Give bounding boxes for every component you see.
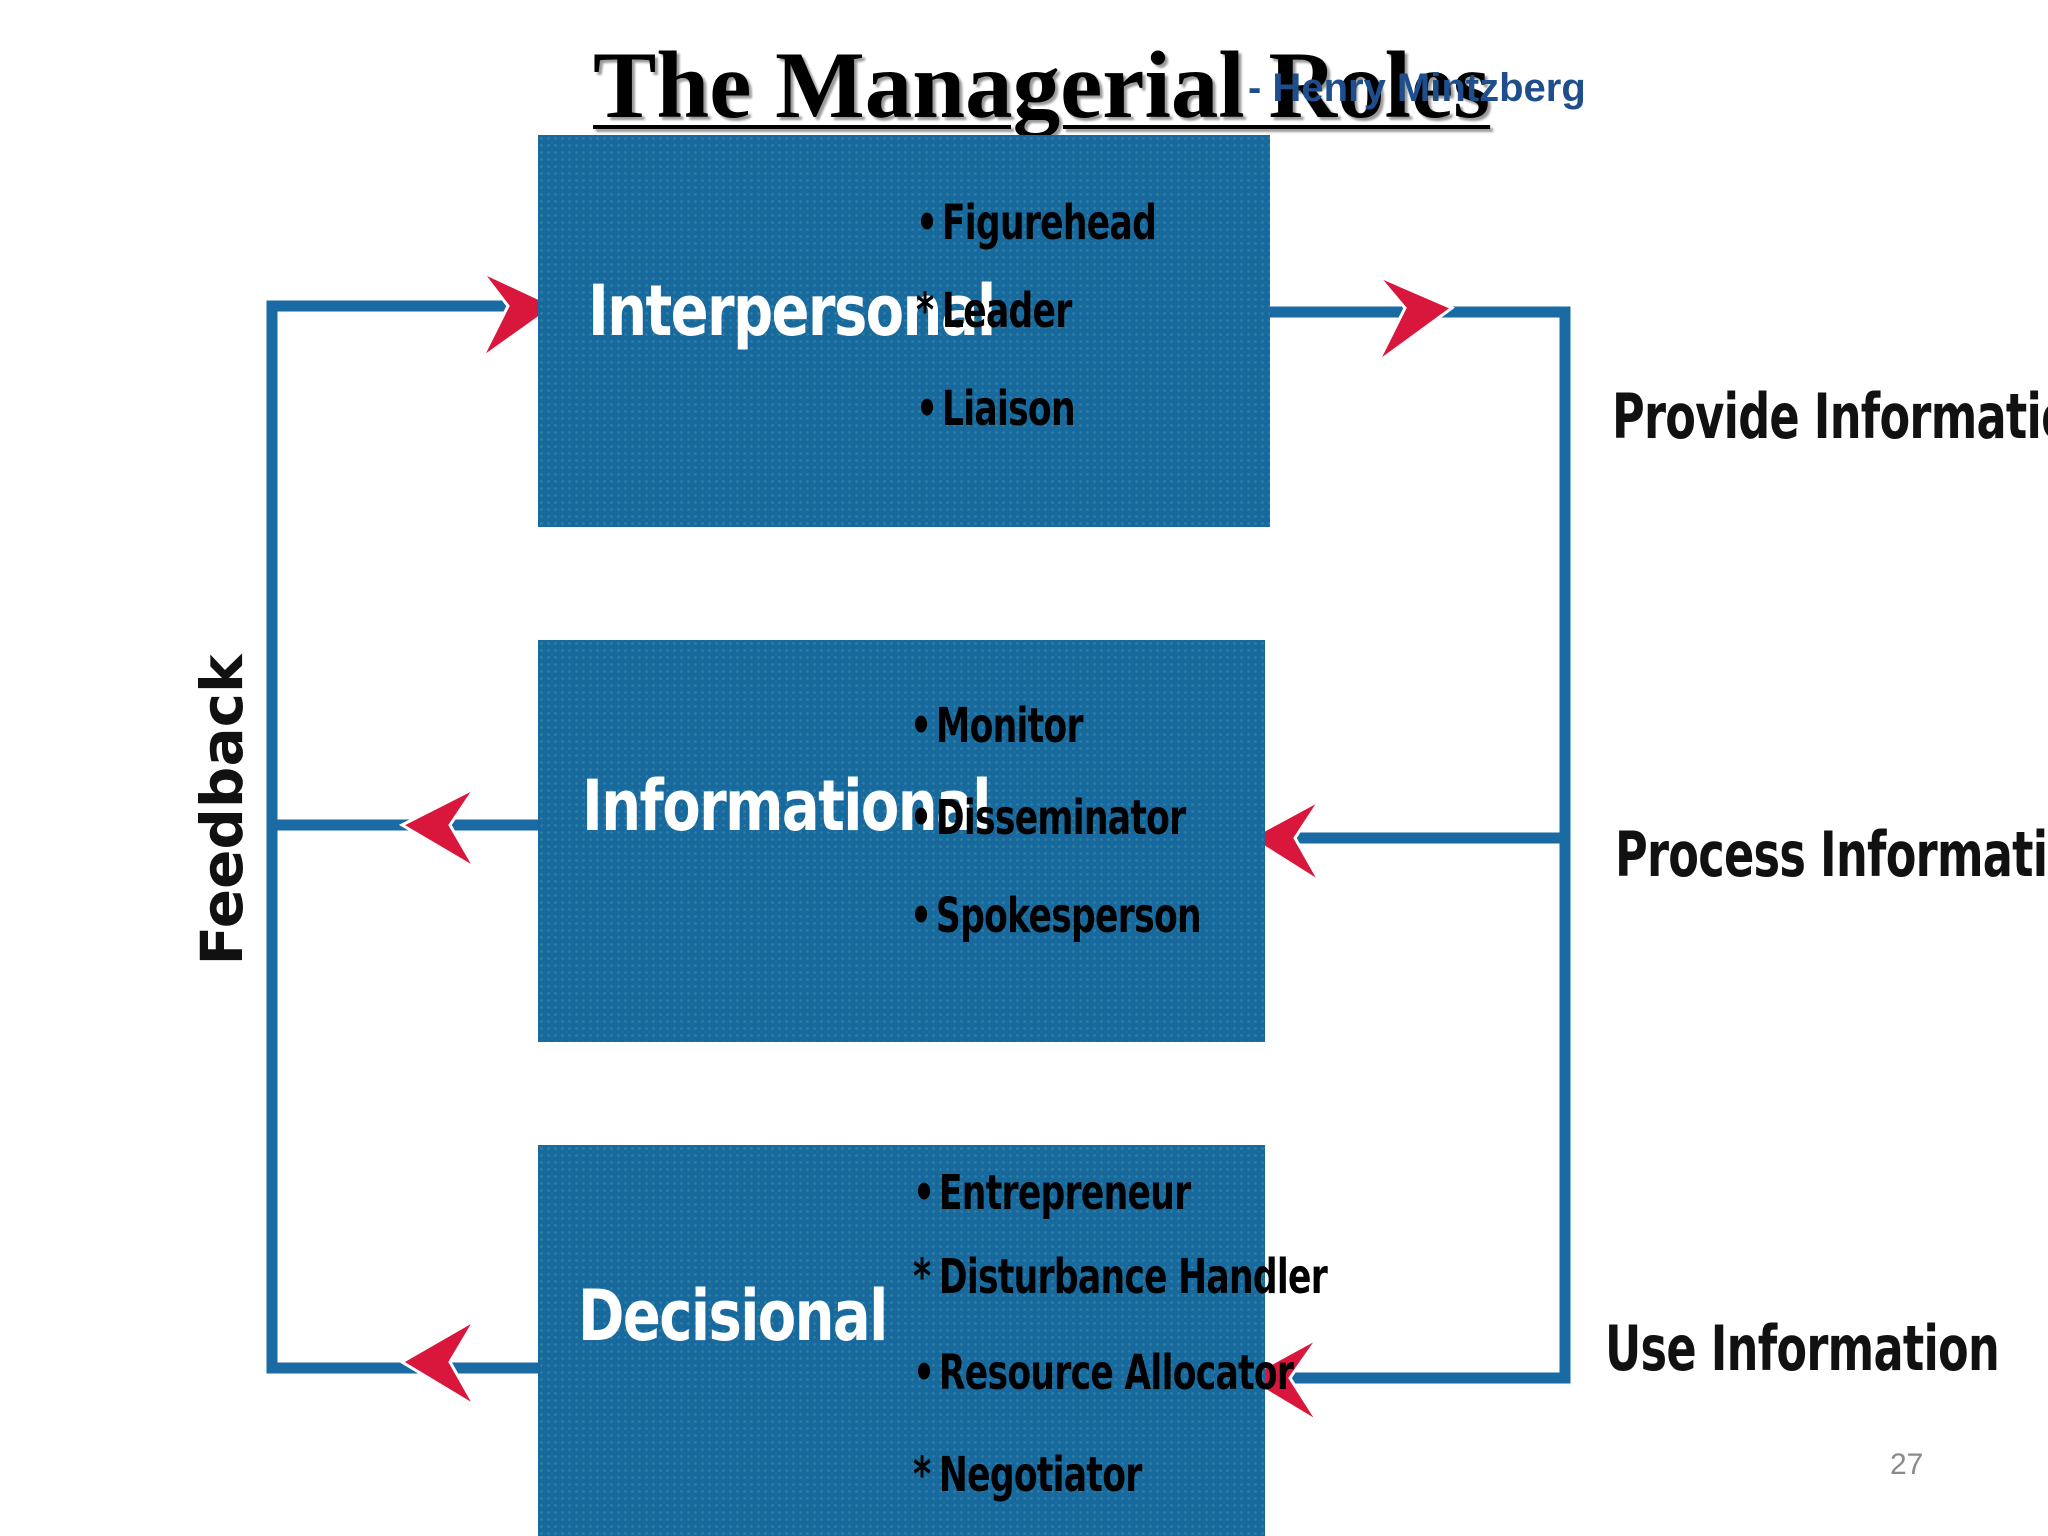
role-item: •Figurehead bbox=[916, 195, 1157, 251]
role-box-decisional: Decisional •Entrepreneur *Disturbance Ha… bbox=[538, 1145, 1328, 1536]
arrow-into-interpersonal bbox=[480, 270, 558, 360]
role-title: Decisional bbox=[578, 1275, 888, 1357]
role-title: Informational bbox=[582, 765, 991, 847]
feedback-loop-line bbox=[266, 300, 546, 1374]
role-item: •Resource Allocator bbox=[913, 1345, 1294, 1401]
author-attribution: - Henry Mintzberg bbox=[1248, 66, 1586, 110]
role-item: •Entrepreneur bbox=[913, 1165, 1191, 1221]
page-number: 27 bbox=[1890, 1448, 1924, 1481]
arrow-feedback-from-decisional bbox=[399, 1315, 480, 1411]
role-item: *Negotiator bbox=[913, 1447, 1142, 1503]
arrow-use-into-decisional bbox=[1241, 1336, 1320, 1424]
output-loop-line bbox=[1259, 306, 1571, 1384]
provide-information-label: Provide Information bbox=[1612, 380, 2048, 453]
process-information-label: Process Information bbox=[1615, 818, 2048, 891]
role-item: •Disseminator bbox=[910, 790, 1186, 846]
role-item: •Spokesperson bbox=[910, 888, 1202, 944]
role-item: *Leader bbox=[916, 283, 1072, 339]
arrow-feedback-from-informational bbox=[398, 784, 480, 873]
role-box-informational: Informational •Monitor •Disseminator •Sp… bbox=[538, 640, 1265, 1042]
role-box-interpersonal: Interpersonal •Figurehead *Leader •Liais… bbox=[538, 135, 1270, 527]
role-item: •Monitor bbox=[910, 698, 1083, 754]
arrow-process-into-informational bbox=[1247, 798, 1322, 884]
slide-title: The Managerial Roles bbox=[593, 32, 1491, 138]
feedback-label: Feedback bbox=[188, 654, 256, 966]
arrow-provide-information bbox=[1376, 274, 1456, 364]
role-title: Interpersonal bbox=[588, 270, 996, 352]
role-item: *Disturbance Handler bbox=[913, 1249, 1328, 1305]
role-item: •Liaison bbox=[916, 381, 1076, 437]
use-information-label: Use Information bbox=[1605, 1312, 2000, 1385]
